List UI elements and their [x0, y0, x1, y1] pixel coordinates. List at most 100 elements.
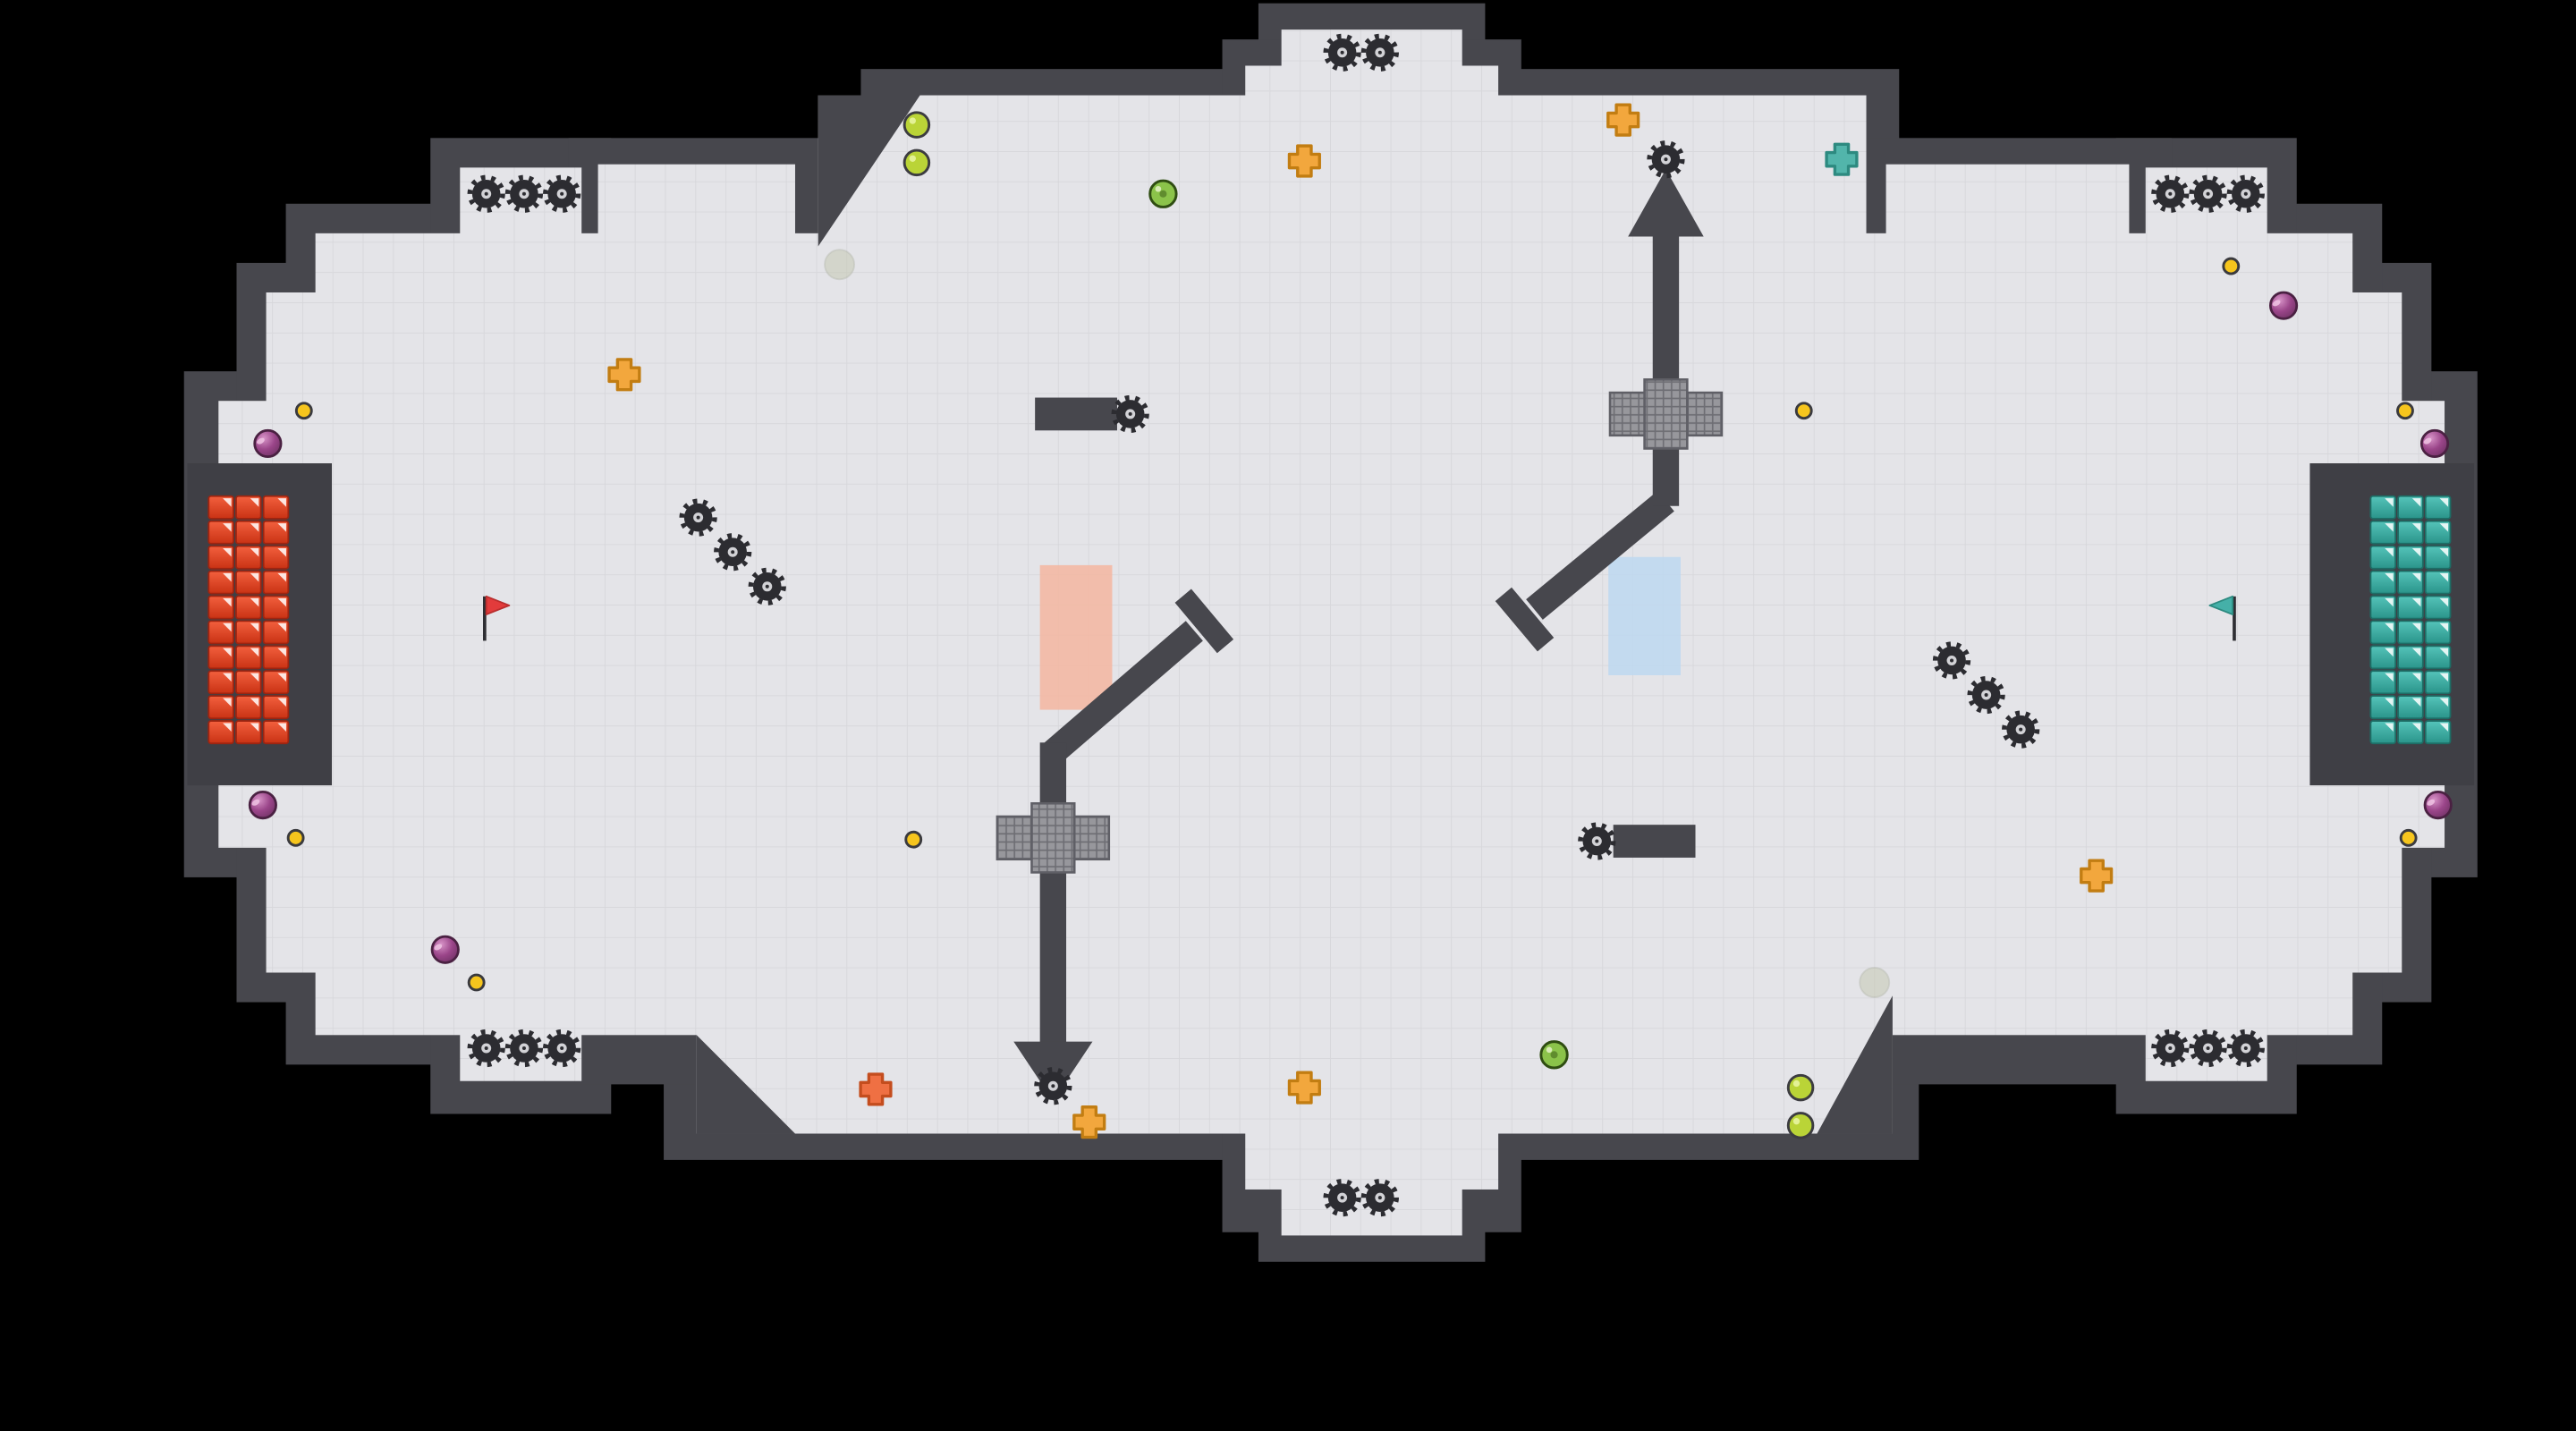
purple-orb-body: [2419, 428, 2450, 459]
purple-orb: [248, 791, 277, 820]
saw-gear: [1967, 675, 2005, 715]
gold-coin: [286, 828, 305, 847]
gear-pin: [1051, 1084, 1055, 1088]
gear-pin: [2168, 191, 2173, 196]
saw-gear: [714, 533, 752, 572]
gear-teeth: [1967, 675, 2005, 715]
gear-pin: [484, 191, 488, 196]
cross-pickup-amber: [2080, 859, 2114, 893]
floor-area: [1885, 164, 2130, 260]
saw-gear: [543, 1029, 581, 1068]
saw-gear: [1647, 140, 1685, 179]
wall-wedge: [1817, 995, 1893, 1134]
saw-gear: [1360, 33, 1399, 72]
cross-pickup-red: [859, 1072, 893, 1106]
cross-pickup-amber: [1287, 1071, 1321, 1105]
gear-teeth: [467, 174, 505, 213]
purple-orb-body: [2423, 791, 2453, 820]
entities-layer: [248, 33, 2453, 1217]
zones-layer: [1039, 556, 1681, 710]
wall-wedge: [818, 95, 920, 247]
gear-pin: [560, 1046, 564, 1051]
gear-pin: [2206, 191, 2210, 196]
crate-gloss: [223, 673, 232, 682]
gear-pin: [1984, 693, 1988, 698]
saw-gear: [2151, 1029, 2190, 1068]
gear-teeth: [1360, 33, 1399, 72]
crate-gloss: [2411, 698, 2421, 707]
green-orb: [1148, 179, 1178, 208]
crate-gloss: [223, 572, 232, 582]
gear-teeth: [1360, 1179, 1399, 1217]
gear-teeth: [2151, 174, 2190, 213]
gear-pin: [2243, 1046, 2248, 1051]
purple-orb: [2419, 428, 2450, 459]
purple-orb: [430, 935, 460, 964]
saw-gear: [2151, 174, 2190, 213]
green-orb-glint: [1155, 185, 1162, 192]
saw-gear: [467, 174, 505, 213]
crate-gloss: [2411, 673, 2421, 682]
gear-teeth: [2226, 174, 2265, 213]
flag-pole: [483, 596, 487, 641]
cross-pickup-amber: [1287, 144, 1321, 178]
ghost-orb: [1859, 967, 1891, 998]
purple-orb-glint: [251, 799, 260, 806]
gear-teeth: [679, 498, 717, 537]
gear-pin: [2168, 1046, 2173, 1051]
gear-teeth: [1647, 140, 1685, 179]
arrow-tail-bar: [1495, 587, 1555, 652]
cross-pickup-amber: [607, 358, 641, 392]
gear-pin: [696, 515, 700, 520]
gear-teeth: [1323, 1179, 1361, 1217]
green-pellet-body: [902, 111, 931, 139]
green-pellet-glint: [909, 155, 916, 162]
arrow-head: [1013, 1041, 1093, 1101]
flag-pennant: [485, 595, 511, 615]
crate-gloss: [277, 648, 286, 657]
gear-teeth: [1578, 822, 1616, 860]
crate-gloss: [223, 648, 232, 657]
green-pellet-body: [1786, 1112, 1815, 1139]
gear-pin: [1664, 157, 1668, 162]
crate-gloss: [2411, 597, 2421, 607]
gear-teeth: [714, 533, 752, 572]
saw-gear: [2002, 710, 2040, 749]
green-pellet-body: [1786, 1073, 1815, 1102]
crate-gloss: [2411, 572, 2421, 582]
crate-gloss: [223, 622, 232, 632]
crate-gloss: [2411, 523, 2421, 532]
saw-gear: [467, 1029, 505, 1068]
gear-pin: [1340, 50, 1344, 55]
crate-gloss: [250, 597, 259, 607]
purple-orb-glint: [2427, 799, 2436, 806]
gear-teeth: [748, 567, 786, 605]
floor-area: [597, 164, 795, 260]
gold-coin: [467, 973, 486, 992]
gear-teeth: [2189, 174, 2227, 213]
gear-pin: [1377, 1196, 1382, 1200]
saw-gear: [2226, 174, 2265, 213]
gear-pin: [2019, 727, 2023, 732]
green-pellet: [902, 148, 931, 177]
saw-gear: [1578, 822, 1616, 860]
gear-teeth: [2002, 710, 2040, 749]
gear-teeth: [1111, 394, 1149, 434]
saw-gear: [1360, 1179, 1399, 1217]
red-flag: [483, 595, 511, 641]
saw-gear: [543, 174, 581, 213]
gear-pin: [1595, 839, 1599, 843]
gold-coin: [1794, 402, 1813, 420]
wall-wedge: [696, 1035, 795, 1134]
gear-teeth: [543, 174, 581, 213]
arrow-wall-down: [1013, 588, 1234, 1101]
green-orb-core: [1550, 1051, 1558, 1059]
gear-teeth: [2151, 1029, 2190, 1068]
purple-orb-body: [253, 428, 283, 459]
gear-pin: [1950, 658, 1954, 663]
flag-pole: [2233, 596, 2236, 641]
saw-gear: [1323, 33, 1361, 72]
arrow-head: [1628, 169, 1704, 237]
teal-flag: [2208, 595, 2236, 641]
